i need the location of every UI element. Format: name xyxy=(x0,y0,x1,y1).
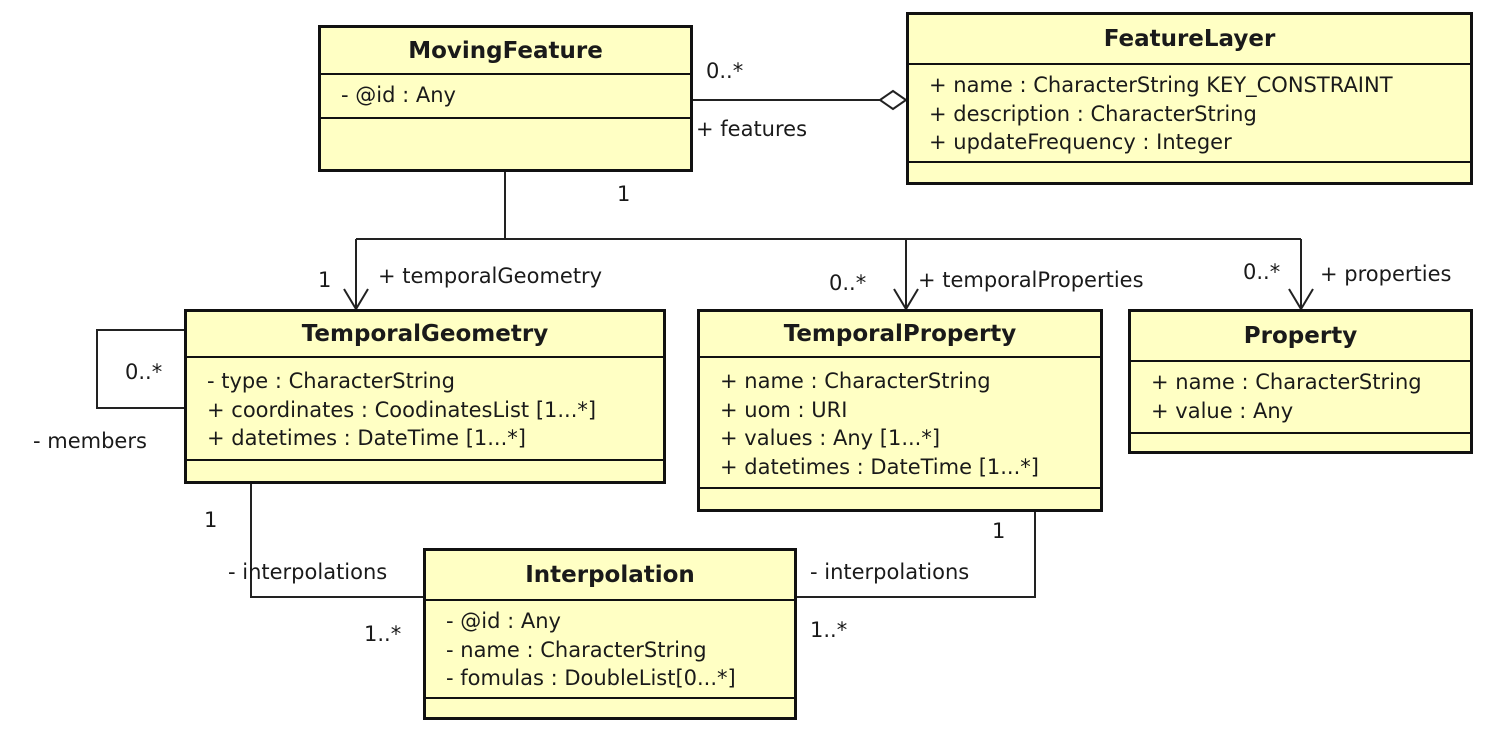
class-property[interactable]: Property + name : CharacterString + valu… xyxy=(1128,309,1473,454)
class-temporal-property[interactable]: TemporalProperty + name : CharacterStrin… xyxy=(697,309,1103,512)
multiplicity-geometry-interpolation-source: 1 xyxy=(204,508,218,532)
multiplicity-moving-feature: 1 xyxy=(617,182,631,206)
class-name: FeatureLayer xyxy=(909,15,1470,65)
role-geometry-interpolations: - interpolations xyxy=(228,560,388,584)
attribute: + datetimes : DateTime [1...*] xyxy=(207,426,526,450)
multiplicity-property-interpolation-target: 1..* xyxy=(810,618,848,642)
multiplicity-property-interpolation-source: 1 xyxy=(992,519,1006,543)
class-moving-feature[interactable]: MovingFeature - @id : Any xyxy=(318,25,693,172)
attribute: - name : CharacterString xyxy=(446,637,707,662)
attribute: + datetimes : DateTime [1...*] xyxy=(720,454,1039,479)
multiplicity-geometry-interpolation-target: 1..* xyxy=(364,622,402,646)
attribute: + values : Any [1...*] xyxy=(720,426,941,450)
class-name: Interpolation xyxy=(426,551,794,601)
attribute-compartment: - type : CharacterString + coordinates :… xyxy=(187,358,663,461)
role-temporal-geometry: + temporalGeometry xyxy=(378,264,603,288)
attribute-compartment: - @id : Any - name : CharacterString - f… xyxy=(426,601,794,699)
attribute-compartment: - @id : Any xyxy=(321,75,690,119)
class-name: TemporalProperty xyxy=(700,312,1100,358)
class-name: MovingFeature xyxy=(321,28,690,75)
multiplicity-temporal-properties: 0..* xyxy=(829,271,867,295)
attribute-compartment: + name : CharacterString KEY_CONSTRAINT … xyxy=(909,65,1470,163)
property-interpolation-line xyxy=(797,512,1036,598)
class-name: Property xyxy=(1131,312,1470,362)
attribute: + coordinates : CoodinatesList [1...*] xyxy=(207,397,597,422)
attribute: - @id : Any xyxy=(446,609,561,633)
attribute: - @id : Any xyxy=(341,83,456,107)
attribute: + name : CharacterString xyxy=(720,369,991,393)
class-temporal-geometry[interactable]: TemporalGeometry - type : CharacterStrin… xyxy=(184,309,666,484)
class-interpolation[interactable]: Interpolation - @id : Any - name : Chara… xyxy=(423,548,797,720)
attribute: + updateFrequency : Integer xyxy=(929,130,1232,154)
aggregation-diamond xyxy=(878,89,908,111)
attribute: + value : Any xyxy=(1151,398,1294,423)
multiplicity-members: 0..* xyxy=(125,360,163,384)
attribute: + description : CharacterString xyxy=(929,101,1257,126)
geometry-interpolation-line xyxy=(250,484,423,598)
self-association-members xyxy=(96,329,184,409)
multiplicity-temporal-geometry: 1 xyxy=(318,268,332,292)
class-name: TemporalGeometry xyxy=(187,312,663,358)
attribute: + name : CharacterString xyxy=(1151,370,1422,394)
attribute: + name : CharacterString KEY_CONSTRAINT xyxy=(929,73,1393,97)
attribute: - fomulas : DoubleList[0...*] xyxy=(446,666,736,690)
role-temporal-properties: + temporalProperties xyxy=(918,268,1144,292)
role-properties: + properties xyxy=(1320,262,1452,286)
multiplicity-features: 0..* xyxy=(706,59,744,83)
multiplicity-properties: 0..* xyxy=(1243,260,1281,284)
attribute: + uom : URI xyxy=(720,397,848,422)
role-property-interpolations: - interpolations xyxy=(810,560,970,584)
attribute-compartment: + name : CharacterString + uom : URI + v… xyxy=(700,358,1100,489)
class-feature-layer[interactable]: FeatureLayer + name : CharacterString KE… xyxy=(906,12,1473,185)
attribute-compartment: + name : CharacterString + value : Any xyxy=(1131,362,1470,434)
role-members: - members xyxy=(33,429,147,453)
attribute: - type : CharacterString xyxy=(207,369,455,393)
role-features: + features xyxy=(696,117,808,141)
